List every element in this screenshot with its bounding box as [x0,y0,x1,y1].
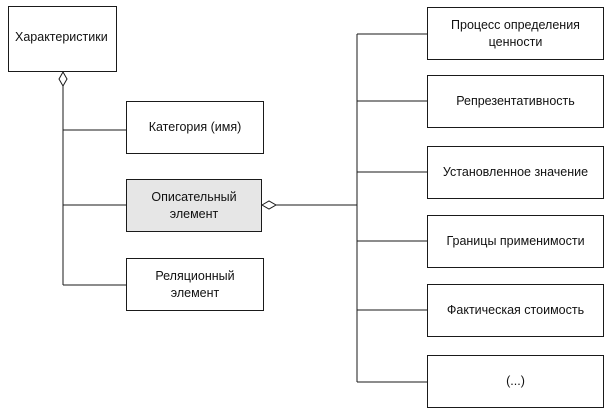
ellipsis-label: (...) [506,374,525,388]
value-determination-box: Процесс определения ценности [427,7,604,60]
established-value-box: Установленное значение [427,146,604,199]
relational-element-label: Реляционный элемент [155,268,235,300]
characteristics-label: Характеристики [15,30,108,44]
category-name-box: Категория (имя) [126,101,264,154]
representativeness-label: Репрезентативность [456,94,575,108]
descriptive-aggregation-diamond-icon [260,200,278,210]
root-aggregation-diamond-icon [58,70,68,88]
representativeness-box: Репрезентативность [427,75,604,128]
ellipsis-box: (...) [427,355,604,408]
actual-cost-box: Фактическая стоимость [427,284,604,337]
descriptive-element-box: Описательный элемент [126,179,262,232]
established-value-label: Установленное значение [442,165,589,179]
applicability-limits-box: Границы применимости [427,215,604,268]
descriptive-element-label: Описательный элемент [151,189,237,221]
value-determination-label: Процесс определения ценности [451,17,580,49]
characteristics-box: Характеристики [8,6,117,72]
actual-cost-label: Фактическая стоимость [446,303,585,317]
applicability-limits-label: Границы применимости [446,234,585,248]
relational-element-box: Реляционный элемент [126,258,264,311]
category-name-label: Категория (имя) [148,120,242,134]
